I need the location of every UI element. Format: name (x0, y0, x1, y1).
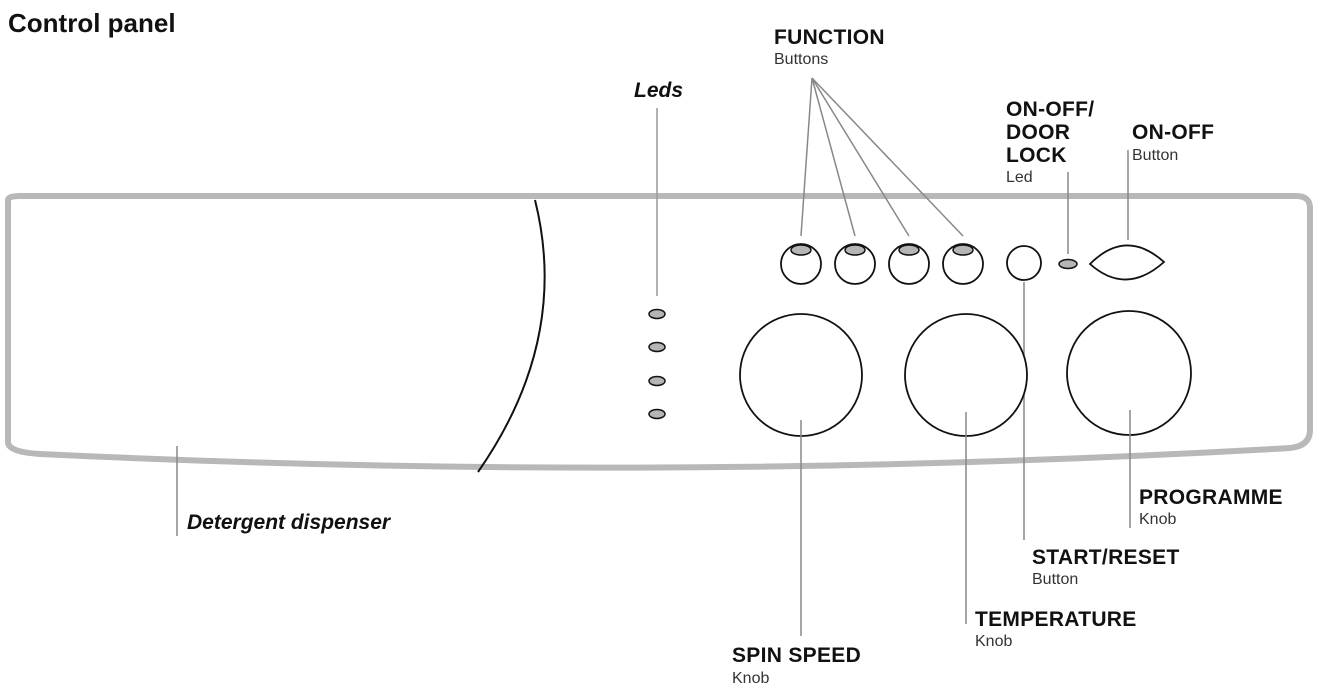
led-1 (648, 308, 666, 320)
function-button-3[interactable] (888, 243, 930, 285)
on-off-sub-label: Button (1132, 147, 1179, 164)
programme-knob[interactable] (1066, 310, 1192, 436)
function-label: FUNCTION (774, 26, 885, 49)
detergent-dispenser-label: Detergent dispenser (187, 511, 391, 534)
programme-sub-label: Knob (1139, 511, 1177, 528)
leds-label: Leds (634, 79, 684, 102)
start-reset-label: START/RESET (1032, 546, 1180, 569)
function-button-2[interactable] (834, 243, 876, 285)
led-3 (648, 375, 666, 387)
spin-speed-label: SPIN SPEED (732, 644, 862, 667)
panel-outline (5, 193, 1313, 471)
door-lock-label-line3: LOCK (1006, 144, 1067, 167)
temperature-label: TEMPERATURE (975, 608, 1137, 631)
led-2 (648, 341, 666, 353)
on-off-label: ON-OFF (1132, 121, 1215, 144)
function-button-4[interactable] (942, 243, 984, 285)
spin-speed-sub-label: Knob (732, 670, 770, 687)
door-lock-led (1058, 258, 1078, 270)
start-reset-sub-label: Button (1032, 571, 1079, 588)
page-title: Control panel (8, 8, 176, 38)
dispenser-edge (477, 199, 546, 473)
on-off-button[interactable] (1088, 244, 1166, 281)
programme-label: PROGRAMME (1139, 486, 1283, 509)
temperature-sub-label: Knob (975, 633, 1013, 650)
function-leader-lines (800, 77, 964, 237)
door-lock-label-line2: DOOR (1006, 121, 1071, 144)
door-lock-label-line1: ON-OFF/ (1006, 98, 1095, 121)
start-reset-button[interactable] (1006, 245, 1042, 281)
spin-speed-knob[interactable] (739, 313, 863, 437)
function-button-1[interactable] (780, 243, 822, 285)
door-lock-sub-label: Led (1006, 169, 1033, 186)
led-4 (648, 408, 666, 420)
function-sub-label: Buttons (774, 51, 829, 68)
